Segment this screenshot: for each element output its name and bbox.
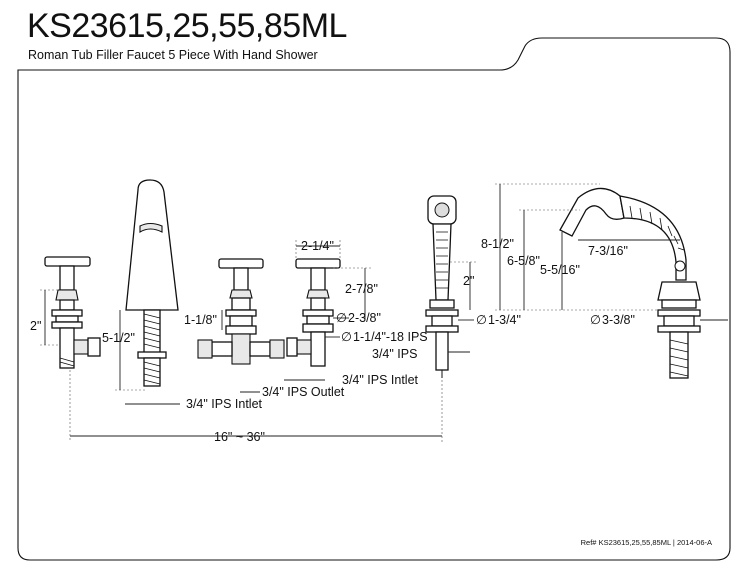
dim-shower-inlet: 3/4" IPS <box>372 347 417 361</box>
dim-right-inlet: 3/4" IPS Intlet <box>342 373 419 387</box>
dim-handshower-height: 2" <box>463 274 474 288</box>
dim-handle-height-right: 2-7/8" <box>345 282 378 296</box>
dim-cradle-base: 3-3/8" <box>602 313 635 327</box>
reference-number: Ref# KS23615,25,55,85ML | 2014-06-A <box>580 538 712 547</box>
tub-spout <box>125 179 179 387</box>
dim-cradle-reach: 7-3/16" <box>588 244 628 258</box>
dim-cradle-height-mid: 6-5/8" <box>507 254 540 268</box>
left-handle-valve <box>44 256 101 369</box>
dim-spout-height: 5-1/2" <box>102 331 135 345</box>
center-diverter-valve <box>197 258 285 365</box>
dim-cradle-height-low: 5-5/16" <box>540 263 580 277</box>
dim-left-inlet: 3/4" IPS Intlet <box>186 397 263 411</box>
dim-handle-height-left: 2" <box>30 319 41 333</box>
right-handle-valve <box>286 258 341 367</box>
dim-center-valve-depth: 1-1/8" <box>184 313 217 327</box>
page-title: KS23615,25,55,85ML <box>27 7 347 45</box>
diameter-symbol: ∅ <box>590 313 601 327</box>
diameter-symbol: ∅ <box>476 313 487 327</box>
dim-handshower-base: 1-3/4" <box>488 313 521 327</box>
dim-valve-thread: 1-1/4"-18 IPS <box>353 330 428 344</box>
diameter-symbol: ∅ <box>341 330 352 344</box>
shower-cradle <box>559 187 701 379</box>
dim-spread: 16" ~ 36" <box>214 430 265 444</box>
dim-center-outlet: 3/4" IPS Outlet <box>262 385 345 399</box>
dim-cradle-height-total: 8-1/2" <box>481 237 514 251</box>
diameter-symbol: ∅ <box>336 311 347 325</box>
sheet-frame <box>17 37 731 561</box>
hand-shower <box>425 195 459 378</box>
dimension-lines <box>40 183 728 442</box>
page-subtitle: Roman Tub Filler Faucet 5 Piece With Han… <box>28 48 318 62</box>
dim-handle-spacing: 2-1/4" <box>301 239 334 253</box>
dimension-labels: 2" 5-1/2" 1-1/8" 2-1/4" 2-7/8" ∅ 2-3/8" … <box>30 237 635 444</box>
dim-deck-hole-valve: 2-3/8" <box>348 311 381 325</box>
